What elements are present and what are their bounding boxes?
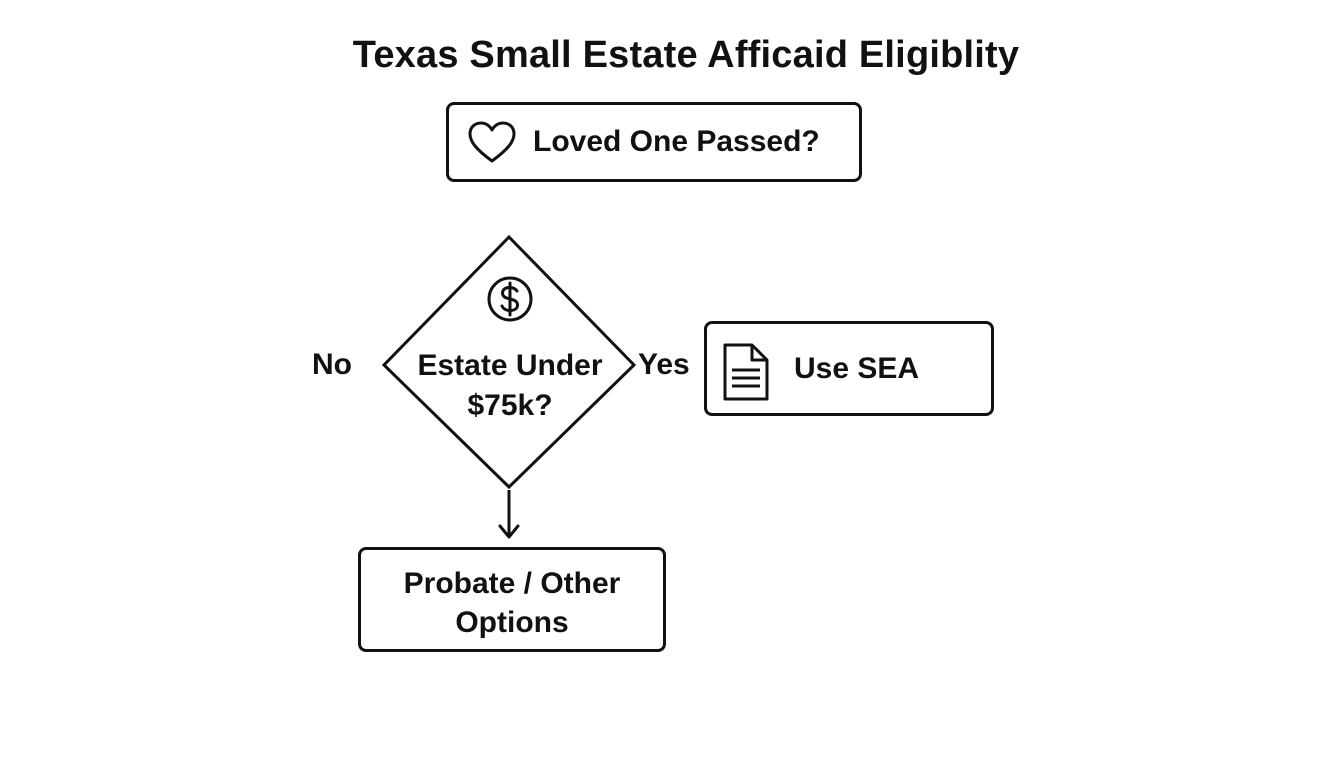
decision-line-1: Estate Under xyxy=(417,349,603,382)
arrow-down-connector xyxy=(498,490,520,539)
probate-node: Probate / Other Options xyxy=(358,547,666,652)
edge-label-no: No xyxy=(312,348,352,381)
decision-line-2: $75k? xyxy=(467,389,553,422)
dollar-icon xyxy=(486,275,534,323)
sea-node: Use SEA xyxy=(704,321,994,416)
probate-node-label: Probate / Other Options xyxy=(361,564,663,642)
document-icon xyxy=(723,343,769,401)
decision-node-label: Estate Under $75k? xyxy=(400,346,620,426)
probate-line-2: Options xyxy=(455,606,569,639)
edge-label-yes: Yes xyxy=(638,348,690,381)
decision-diamond xyxy=(381,234,637,490)
diagram-title: Texas Small Estate Afficaid Eligiblity xyxy=(352,34,1020,76)
sea-node-label: Use SEA xyxy=(794,352,920,385)
probate-line-1: Probate / Other xyxy=(403,567,621,600)
start-node: Loved One Passed? xyxy=(446,102,862,182)
heart-icon xyxy=(468,121,516,163)
start-node-label: Loved One Passed? xyxy=(533,125,820,158)
